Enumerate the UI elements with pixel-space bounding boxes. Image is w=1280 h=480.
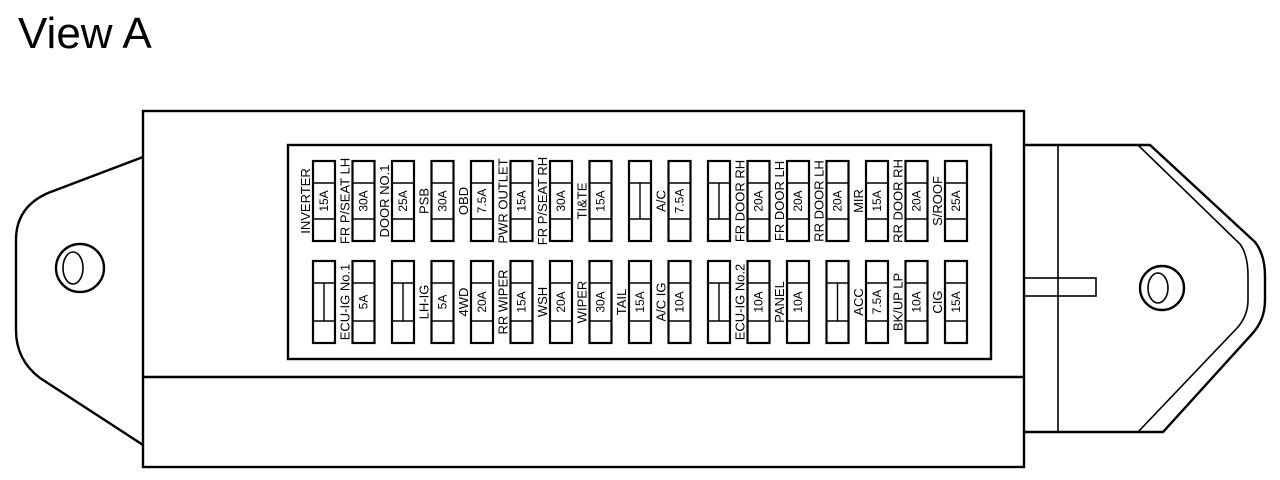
fuse-slot: [825, 259, 850, 345]
fuse-amp-rating: 30A: [357, 190, 371, 211]
fuse-slot: 7.5A OBD: [456, 159, 495, 243]
fuse-slot: 30A WIPER: [575, 259, 613, 345]
fuse-slot: 5A LH-IG: [417, 259, 455, 345]
fuse-label: 4WD: [456, 288, 471, 317]
fuse-amp-rating: 10A: [910, 291, 924, 312]
fuse-label: DOOR NO.1: [377, 165, 392, 238]
fuse-slot: [706, 159, 732, 243]
fuse-slot: [311, 259, 337, 345]
fuse-label: CIG: [930, 290, 945, 313]
fuse-slot: 20A 4WD: [456, 259, 495, 345]
fuse-amp-rating: 10A: [673, 291, 687, 312]
fuse-label: PWR OUTLET: [496, 158, 511, 243]
fuse-label: PSB: [417, 188, 432, 214]
fuse-slot: 10A A/C IG: [654, 259, 692, 345]
fuse-label: RR DOOR LH: [812, 160, 827, 242]
fuse-label: FR DOOR RH: [733, 160, 748, 242]
fuse-amp-rating: 30A: [554, 190, 568, 211]
fuse-amp-rating: 7.5A: [870, 290, 884, 315]
fuse-amp-rating: 20A: [554, 291, 568, 312]
fuse-slot: 30A PSB: [417, 159, 455, 243]
fuse-slot: 15A INVERTER: [298, 159, 337, 243]
fuse-slot: 25A DOOR NO.1: [377, 159, 416, 243]
fuse-slot: 7.5A A/C: [654, 159, 692, 243]
fuse-amp-rating: 5A: [357, 295, 371, 310]
fuse-amp-rating: 20A: [831, 190, 845, 211]
fuse-slot: 25A S/ROOF: [930, 159, 969, 243]
fuse-label: ECU-IG No.1: [338, 264, 353, 341]
fuse-amp-rating: 30A: [594, 291, 608, 312]
fuse-label: FR P/SEAT RH: [535, 157, 550, 245]
fuse-amp-rating: 30A: [436, 190, 450, 211]
fuse-amp-rating: 10A: [752, 291, 766, 312]
fuse-slot: 15A PWR OUTLET: [496, 158, 534, 244]
fuse-slot: 10A BK/UP LP: [891, 259, 929, 345]
left-bracket: [14, 155, 144, 447]
fuse-label: RR WIPER: [496, 270, 511, 335]
fuse-amp-rating: 25A: [396, 190, 410, 211]
fuse-slot: 15A CIG: [930, 259, 969, 345]
view-title: View A: [18, 9, 152, 58]
fuse-label: WSH: [535, 287, 550, 317]
fuse-slot: [706, 259, 732, 345]
fuse-slot: [390, 259, 416, 345]
fuse-amp-rating: 15A: [515, 291, 529, 312]
fuse-slot: 10A PANEL: [772, 259, 811, 345]
fuse-slot: 20A FR DOOR RH: [733, 160, 771, 242]
fuse-label: FR DOOR LH: [772, 161, 787, 241]
fuse-amp-rating: 7.5A: [673, 189, 687, 214]
fuse-label: PANEL: [772, 281, 787, 323]
fuse-slot: 30A FR P/SEAT LH: [338, 158, 376, 244]
fuse-label: TI&TE: [575, 182, 590, 219]
fuse-amp-rating: 15A: [515, 190, 529, 211]
fuse-label: INVERTER: [298, 168, 313, 234]
fuse-slot: 20A RR DOOR LH: [812, 159, 850, 243]
fuse-label: RR DOOR RH: [891, 159, 906, 243]
fuse-label: WIPER: [575, 281, 590, 324]
fuse-label: ECU-IG No.2: [733, 264, 748, 341]
fuse-amp-rating: 20A: [752, 190, 766, 211]
fuse-label: LH-IG: [417, 285, 432, 320]
fuse-amp-rating: 7.5A: [475, 189, 489, 214]
fuse-slot: 15A RR WIPER: [496, 259, 534, 345]
fuse-label: MIR: [851, 189, 866, 213]
fuse-slot: 20A WSH: [535, 259, 574, 345]
fuse-slot: 5A ECU-IG No.1: [338, 259, 376, 345]
fuse-amp-rating: 25A: [949, 190, 963, 211]
fuse-slot: 10A ECU-IG No.2: [733, 259, 771, 345]
fuse-label: OBD: [456, 187, 471, 215]
fuse-slot: 15A MIR: [851, 159, 890, 243]
fuse-amp-rating: 15A: [317, 190, 331, 211]
fuse-amp-rating: 20A: [475, 291, 489, 312]
fuse-slot: 7.5A ACC: [851, 259, 890, 345]
fuse-label: FR P/SEAT LH: [338, 158, 353, 244]
right-bracket: [1023, 143, 1267, 434]
fuse-label: BK/UP LP: [891, 273, 906, 331]
fuse-amp-rating: 20A: [910, 190, 924, 211]
fuse-amp-rating: 15A: [633, 291, 647, 312]
fuse-amp-rating: 15A: [870, 190, 884, 211]
fuse-slot: 20A FR DOOR LH: [772, 159, 811, 243]
fuse-label: A/C IG: [654, 282, 669, 321]
fuse-amp-rating: 20A: [791, 190, 805, 211]
fuse-label: S/ROOF: [930, 176, 945, 226]
fuse-label: A/C: [654, 190, 669, 212]
fuse-slot: [627, 159, 653, 243]
fuse-amp-rating: 10A: [791, 291, 805, 312]
fuse-amp-rating: 15A: [949, 291, 963, 312]
fuse-amp-rating: 15A: [594, 190, 608, 211]
fuse-slot: 15A TI&TE: [575, 159, 613, 243]
fuse-slot: 15A TAIL: [614, 259, 653, 345]
fuse-slot: 30A FR P/SEAT RH: [535, 157, 574, 245]
fuse-amp-rating: 5A: [436, 295, 450, 310]
fuse-label: TAIL: [614, 289, 629, 316]
fuse-slot: 20A RR DOOR RH: [891, 159, 929, 243]
fuse-label: ACC: [851, 288, 866, 315]
